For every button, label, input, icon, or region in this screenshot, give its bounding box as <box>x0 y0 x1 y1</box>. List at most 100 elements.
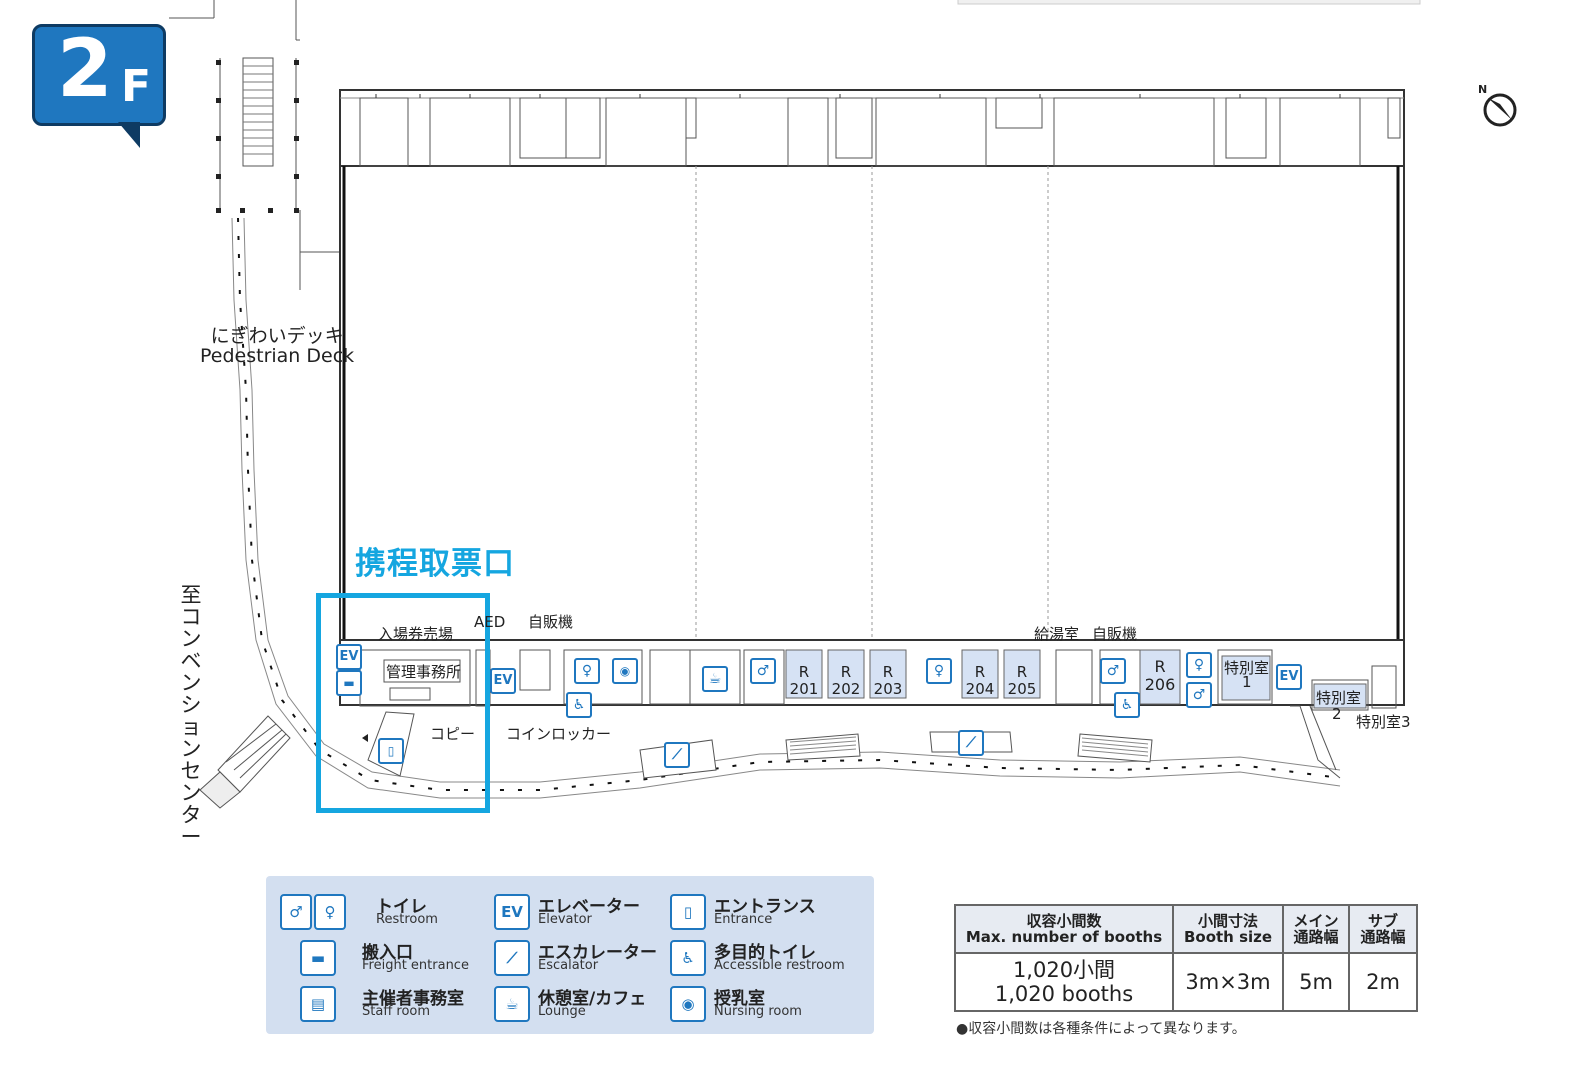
entrance-icon[interactable]: ▯ <box>378 738 404 764</box>
legend-label-jp: エスカレーター <box>538 943 657 963</box>
legend-item-elevator: EV エレベーター Elevator <box>494 892 694 932</box>
capacity-note: ●収容小間数は各種条件によって異なります。 <box>956 1021 1246 1037</box>
col-booth-size: 小間寸法 Booth size <box>1172 904 1284 954</box>
header-en: Booth size <box>1183 928 1273 946</box>
special-room-2-number: 2 <box>1332 705 1342 723</box>
legend-item-nursing: ◉ 授乳室 Nursing room <box>670 984 870 1024</box>
legend-label-en: Restroom <box>376 912 438 927</box>
pedestrian-deck-label: にぎわいデッキ Pedestrian Deck <box>200 325 355 367</box>
room-prefix: R <box>1154 657 1166 676</box>
top-panel <box>957 0 1421 5</box>
special-room-1-number: 1 <box>1242 673 1252 691</box>
copy-label: コピー <box>430 725 476 743</box>
vending-machine-label: 自販機 <box>528 613 574 631</box>
upper-bridge <box>169 0 340 290</box>
col-sub-aisle: サブ 通路幅 <box>1348 904 1418 954</box>
room-prefix: R <box>840 663 852 681</box>
top-ticks <box>375 94 1341 98</box>
escalator-icon: ⟋ <box>494 940 530 976</box>
deck-label-jp: にぎわいデッキ <box>210 325 344 347</box>
escalator-icon[interactable]: ⟋ <box>664 742 690 768</box>
legend-label-en: Elevator <box>538 912 592 927</box>
restroom-icon[interactable]: ♂ <box>750 658 776 684</box>
escalator-steps <box>789 736 1149 757</box>
legend-panel: ♂ ♀ トイレ Restroom EV エレベーター Elevator ▯ エン… <box>266 876 874 1034</box>
accessible-restroom-icon[interactable]: ♿ <box>1114 692 1140 718</box>
coin-locker-label: コインロッカー <box>506 725 612 743</box>
cell-booth-size: 3m×3m <box>1172 952 1284 1012</box>
kitchenette-label: 給湯室 <box>1034 625 1080 643</box>
legend-item-freight: ▬ 搬入口 Freight entrance <box>300 938 500 978</box>
restroom-icon[interactable]: ♀ <box>574 658 600 684</box>
floor-badge-tail <box>118 122 140 148</box>
restroom-male-icon: ♂ <box>280 894 312 930</box>
header-line1: メイン <box>1293 911 1339 930</box>
accessible-restroom-icon[interactable]: ♿ <box>566 692 592 718</box>
trip-ticket-counter-label: 携程取票口 <box>355 546 515 582</box>
rental-rooms <box>785 649 1367 709</box>
header-line2: 通路幅 <box>1293 928 1339 946</box>
ticket-booth-label: 入場券売場 <box>378 625 454 643</box>
booth-capacity-table: 収容小間数 Max. number of booths 小間寸法 Booth s… <box>954 904 1418 1012</box>
room-number: 203 <box>873 679 903 698</box>
legend-label-jp: 搬入口 <box>362 943 413 963</box>
col-max-booths: 収容小間数 Max. number of booths <box>954 904 1174 954</box>
restroom-icon[interactable]: ♀ <box>926 658 952 684</box>
side-stairs <box>199 715 291 809</box>
accessible-restroom-icon: ♿ <box>670 940 706 976</box>
room-number: 205 <box>1007 679 1037 698</box>
restroom-female-icon: ♀ <box>314 894 346 930</box>
cell-max-booths: 1,020小間 1,020 booths <box>954 952 1174 1012</box>
room-number: 204 <box>965 679 995 698</box>
legend-item-accessible: ♿ 多目的トイレ Accessible restroom <box>670 938 870 978</box>
bridge-stairs <box>243 65 273 155</box>
freight-icon: ▬ <box>300 940 336 976</box>
staff-room-icon: ▤ <box>300 986 336 1022</box>
escalators <box>639 731 1153 779</box>
compass-north-label: N <box>1478 83 1488 96</box>
cell-main-aisle: 5m <box>1282 952 1350 1012</box>
floor-suffix: F <box>121 61 152 112</box>
legend-label-jp: 授乳室 <box>714 989 765 1009</box>
room-prefix: R <box>882 663 894 681</box>
floor-badge: 2 F <box>32 24 166 126</box>
table-row: 1,020小間 1,020 booths 3m×3m 5m 2m <box>954 952 1418 1012</box>
restroom-icon[interactable]: ♀ <box>1186 652 1212 678</box>
elevator-icon[interactable]: EV <box>1276 664 1302 690</box>
legend-label-en: Lounge <box>538 1004 586 1019</box>
legend-item-staff: ▤ 主催者事務室 Staff room <box>300 984 500 1024</box>
entrance-icon: ▯ <box>670 894 706 930</box>
lounge-icon[interactable]: ☕ <box>702 666 728 692</box>
room-number: 206 <box>1144 674 1176 694</box>
escalator-icon[interactable]: ⟋ <box>958 730 984 756</box>
special-room-1-label: 特別室 <box>1224 659 1270 677</box>
deck-label-en: Pedestrian Deck <box>200 344 355 367</box>
corridor-edge <box>1290 705 1341 779</box>
floor-number: 2 <box>57 22 113 115</box>
cell-sub-aisle: 2m <box>1348 952 1418 1012</box>
elevator-icon[interactable]: EV <box>336 644 362 670</box>
header-jp: 小間寸法 <box>1197 911 1258 930</box>
legend-label-jp: エントランス <box>714 897 816 917</box>
nursing-room-icon: ◉ <box>670 986 706 1022</box>
elevator-icon[interactable]: EV <box>490 668 516 694</box>
header-line2: 通路幅 <box>1360 928 1406 946</box>
admin-office-label: 管理事務所 <box>386 663 462 681</box>
trip-ticket-counter-area[interactable] <box>316 593 490 813</box>
elevator-icon: EV <box>494 894 530 930</box>
restroom-icon[interactable]: ♂ <box>1186 682 1212 708</box>
nursing-room-icon[interactable]: ◉ <box>612 658 638 684</box>
legend-label-jp: 休憩室/カフェ <box>538 989 647 1009</box>
room-prefix: R <box>798 663 810 681</box>
lounge-icon: ☕ <box>494 986 530 1022</box>
restroom-icon[interactable]: ♂ <box>1100 658 1126 684</box>
main-hall <box>339 89 1405 706</box>
legend-label-en: Staff room <box>362 1004 431 1019</box>
freight-icon[interactable]: ▬ <box>336 670 362 696</box>
